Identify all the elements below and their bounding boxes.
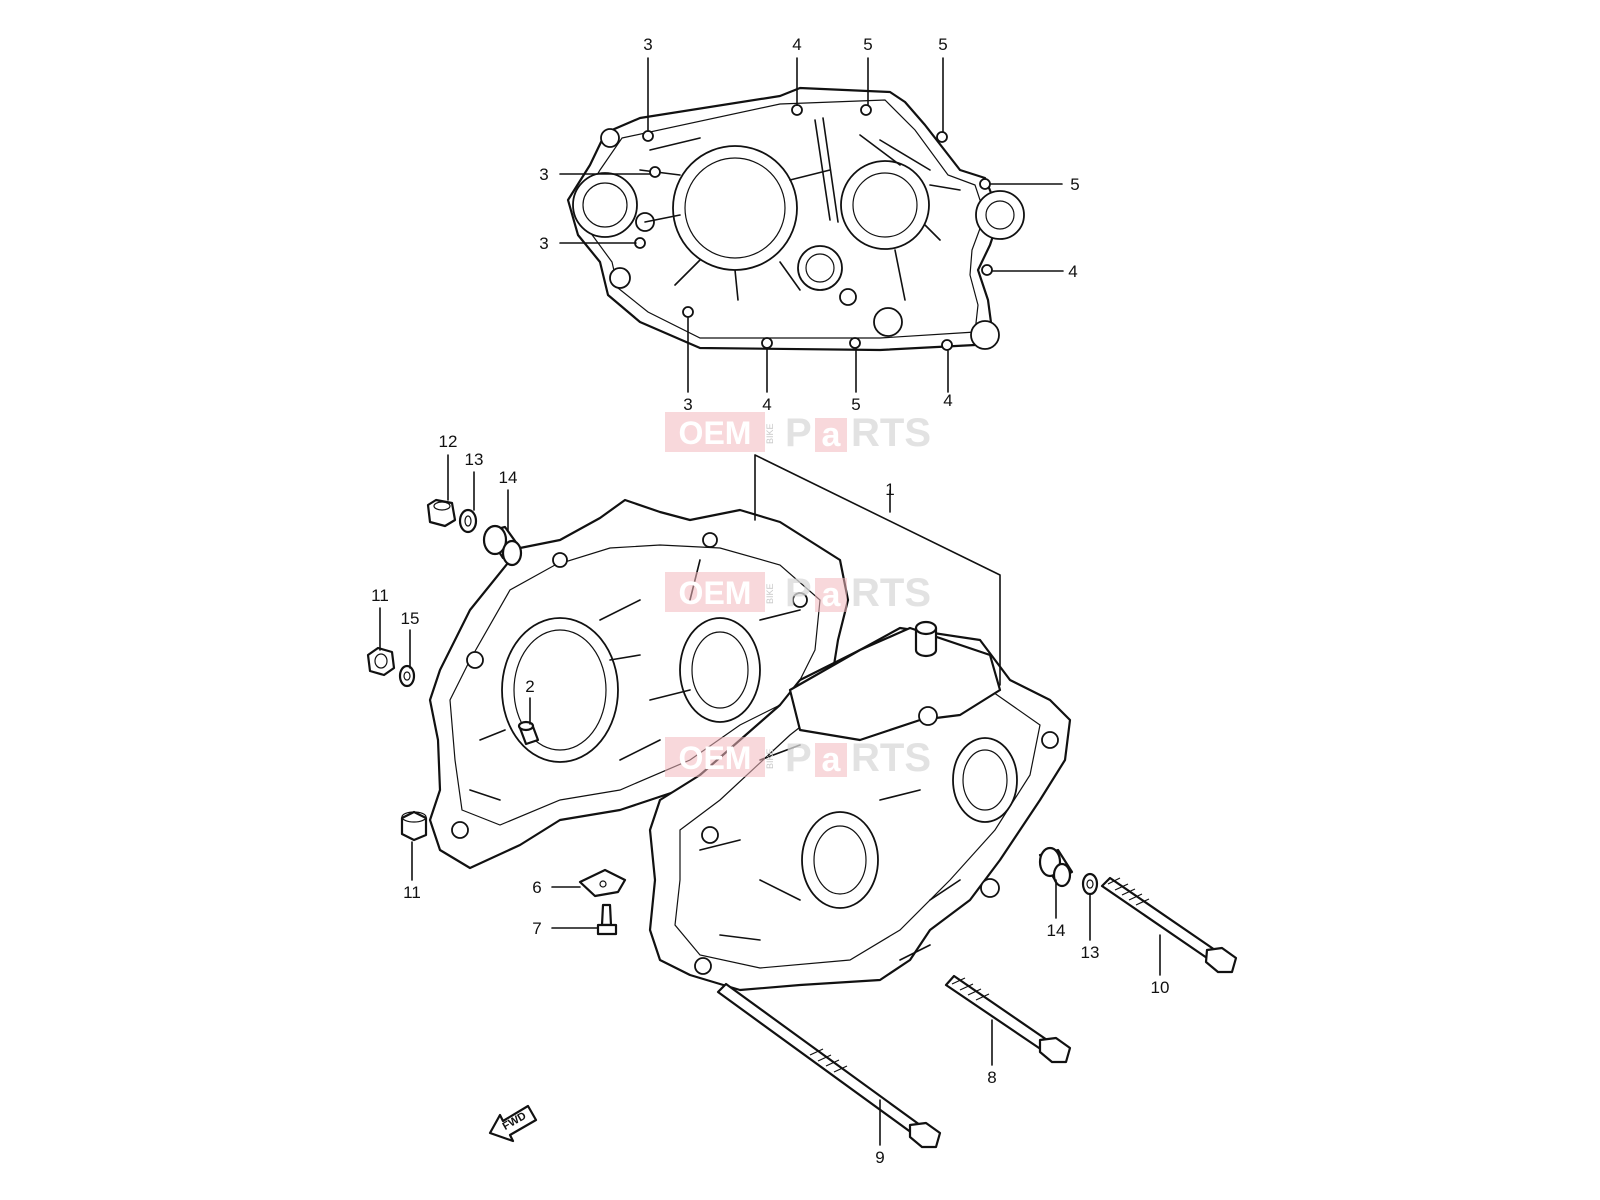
svg-text:RTS: RTS [851, 736, 931, 780]
crankcase-top-view [566, 86, 1025, 352]
callout-15: 15 [401, 609, 420, 628]
callout-13: 13 [1081, 943, 1100, 962]
callout-6: 6 [532, 878, 541, 897]
svg-text:a: a [822, 576, 842, 614]
fwd-arrow-icon: FWD [488, 1104, 538, 1143]
callout-4: 4 [762, 395, 771, 414]
svg-text:a: a [822, 741, 842, 779]
part-13-washer-icon [458, 508, 478, 534]
part-11-nut-upper-icon [366, 646, 396, 677]
part-8-long-bolt-icon [944, 974, 1072, 1064]
svg-text:OEM: OEM [679, 740, 752, 776]
callout-4: 4 [943, 391, 952, 410]
callout-5: 5 [851, 395, 860, 414]
svg-text:RTS: RTS [851, 411, 931, 455]
watermark-logo: OEM BIKE P a RTS [665, 571, 931, 615]
svg-text:BIKE: BIKE [765, 583, 775, 604]
callout-4: 4 [792, 35, 801, 54]
callout-2: 2 [525, 677, 534, 696]
svg-text:a: a [822, 416, 842, 454]
callout-14: 14 [499, 468, 518, 487]
part-11-nut-lower-icon [400, 810, 428, 842]
svg-text:P: P [785, 411, 812, 455]
callout-9: 9 [875, 1148, 884, 1167]
svg-text:OEM: OEM [679, 575, 752, 611]
callout-3: 3 [539, 165, 548, 184]
watermark-logo: OEM BIKE P a RTS [665, 411, 931, 455]
callout-7: 7 [532, 919, 541, 938]
callout-8: 8 [987, 1068, 996, 1087]
callout-11: 11 [403, 883, 421, 902]
part-7-screw-icon [596, 903, 618, 936]
part-2-dowel-pin-icon [517, 720, 540, 746]
callout-1: 1 [885, 480, 894, 499]
callout-3: 3 [683, 395, 692, 414]
crankcase-right-half [648, 620, 1072, 992]
part-6-clamp-icon [578, 868, 627, 898]
bolt-hole-group [634, 104, 993, 351]
part-14-bushing-icon [482, 524, 523, 567]
svg-text:P: P [785, 736, 812, 780]
callout-3: 3 [539, 234, 548, 253]
callout-11: 11 [371, 586, 389, 605]
part-15-washer-icon [398, 664, 416, 688]
part-14-bushing-right-icon [1038, 846, 1074, 888]
watermark-logo: OEM BIKE P a RTS [665, 736, 931, 780]
callout-12: 12 [439, 432, 458, 451]
svg-text:OEM: OEM [679, 415, 752, 451]
svg-text:RTS: RTS [851, 571, 931, 615]
callout-5: 5 [1070, 175, 1079, 194]
svg-text:BIKE: BIKE [765, 423, 775, 444]
svg-text:P: P [785, 571, 812, 615]
callout-13: 13 [465, 450, 484, 469]
part-12-bolt-icon [426, 498, 457, 528]
callout-3: 3 [643, 35, 652, 54]
callout-14: 14 [1047, 921, 1066, 940]
part-13-washer-right-icon [1081, 872, 1099, 896]
callout-leaders [379, 57, 1161, 1146]
part-9-long-bolt-icon [716, 982, 942, 1149]
callout-labels: 3 4 5 5 3 3 5 4 3 4 5 4 12 13 14 1 11 15… [371, 35, 1169, 1167]
assembly-bracket-leader [754, 454, 1001, 686]
part-10-long-bolt-icon [1100, 876, 1238, 974]
svg-text:BIKE: BIKE [765, 748, 775, 769]
callout-10: 10 [1151, 978, 1170, 997]
callout-4: 4 [1068, 262, 1077, 281]
callout-5: 5 [938, 35, 947, 54]
callout-5: 5 [863, 35, 872, 54]
